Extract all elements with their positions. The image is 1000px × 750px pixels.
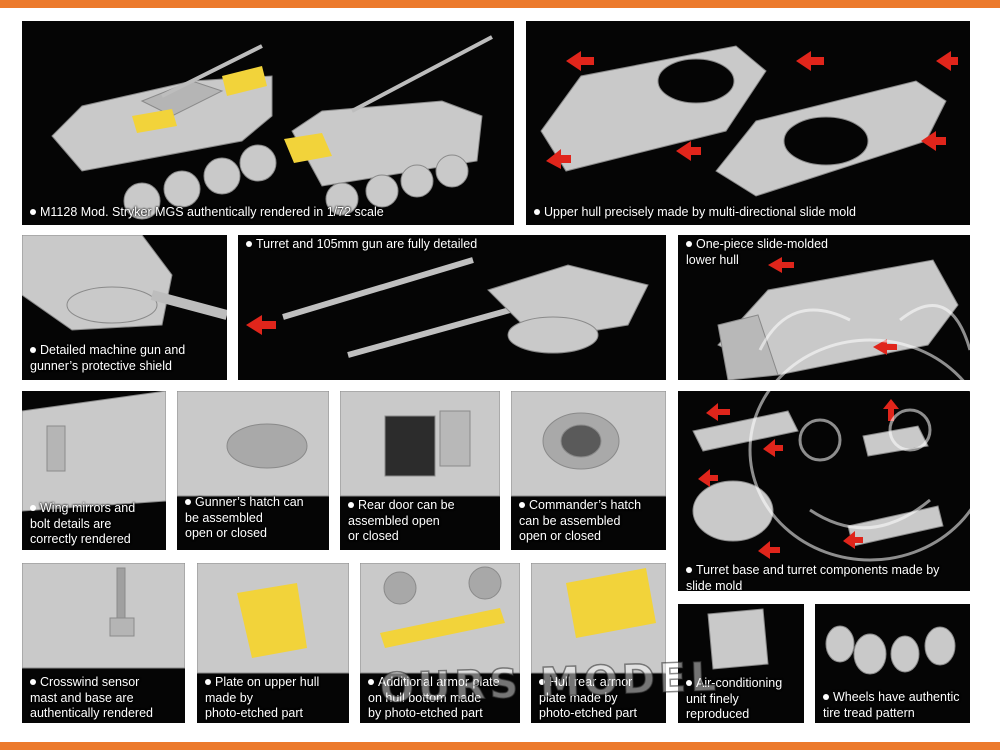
caption-hull-rear-plate: Hull rear armor plate made by photo-etch…	[539, 675, 637, 720]
panel-rear-door: Rear door can be assembled open or close…	[340, 391, 500, 550]
panel-upper-hull-plate: Plate on upper hull made by photo-etched…	[197, 563, 349, 723]
bottom-accent-stripe	[0, 742, 1000, 750]
machine-gun-render	[22, 235, 227, 331]
caption-turret-gun: Turret and 105mm gun are fully detailed	[246, 237, 477, 253]
caption-turret-base: Turret base and turret components made b…	[686, 563, 940, 591]
turret-gun-render	[246, 257, 649, 358]
photo-etch-highlight	[132, 66, 332, 163]
caption-lower-hull: One-piece slide-molded lower hull	[686, 237, 829, 267]
panel-stryker-overview: M1128 Mod. Stryker MGS authentically ren…	[22, 21, 514, 225]
panel-crosswind-sensor: Crosswind sensor mast and base are authe…	[22, 563, 185, 723]
upper-hull-plate-render	[197, 563, 349, 674]
crosswind-sensor-render	[22, 563, 185, 669]
panel-hull-rear-plate: Hull rear armor plate made by photo-etch…	[531, 563, 666, 723]
top-accent-stripe	[0, 0, 1000, 8]
panel-lower-hull: One-piece slide-molded lower hull	[678, 235, 970, 380]
stryker-model-render	[51, 35, 493, 220]
commander-hatch-render	[511, 391, 666, 497]
panel-wheels: Wheels have authentic tire tread pattern	[815, 604, 970, 723]
panel-commander-hatch: Commander’s hatch can be assembled open …	[511, 391, 666, 550]
caption-rear-door: Rear door can be assembled open or close…	[348, 498, 455, 543]
upper-hull-render	[540, 45, 958, 197]
caption-upper-hull: Upper hull precisely made by multi-direc…	[534, 205, 856, 221]
caption-commander-hatch: Commander’s hatch can be assembled open …	[519, 498, 642, 543]
panel-turret-gun: Turret and 105mm gun are fully detailed	[238, 235, 666, 380]
hull-bottom-plate-render	[360, 563, 520, 674]
direction-arrows	[546, 51, 958, 169]
caption-gunner-hatch: Gunner’s hatch can be assembled open or …	[185, 495, 304, 540]
wing-mirror-render	[22, 391, 166, 512]
panel-upper-hull: Upper hull precisely made by multi-direc…	[526, 21, 970, 225]
panel-gunner-hatch: Gunner’s hatch can be assembled open or …	[177, 391, 329, 550]
hull-rear-plate-render	[531, 563, 666, 674]
panel-wing-mirrors: Wing mirrors and bolt details are correc…	[22, 391, 166, 550]
wheels-render	[825, 625, 956, 675]
panel-air-conditioning: Air-conditioning unit finely reproduced	[678, 604, 804, 723]
caption-crosswind-sensor: Crosswind sensor mast and base are authe…	[30, 675, 153, 720]
direction-arrow	[246, 315, 276, 335]
caption-hull-bottom-plate: Additional armor plate on hull bottom ma…	[368, 675, 500, 720]
panel-machine-gun: Detailed machine gun and gunner’s protec…	[22, 235, 227, 380]
air-conditioning-render	[707, 608, 769, 670]
photo-etch-highlight	[566, 568, 656, 638]
photo-etch-highlight	[237, 583, 307, 658]
caption-upper-hull-plate: Plate on upper hull made by photo-etched…	[205, 675, 320, 720]
caption-air-conditioning: Air-conditioning unit finely reproduced	[686, 676, 783, 721]
caption-machine-gun: Detailed machine gun and gunner’s protec…	[30, 343, 186, 373]
caption-stryker-overview: M1128 Mod. Stryker MGS authentically ren…	[30, 205, 384, 221]
turret-base-render	[692, 399, 944, 559]
rear-door-render	[340, 391, 500, 497]
caption-wheels: Wheels have authentic tire tread pattern	[823, 690, 960, 720]
caption-wing-mirrors: Wing mirrors and bolt details are correc…	[30, 501, 136, 546]
panel-hull-bottom-plate: Additional armor plate on hull bottom ma…	[360, 563, 520, 723]
photo-etch-highlight	[380, 608, 505, 648]
panel-turret-base: Turret base and turret components made b…	[678, 391, 970, 591]
gunner-hatch-render	[177, 391, 329, 497]
